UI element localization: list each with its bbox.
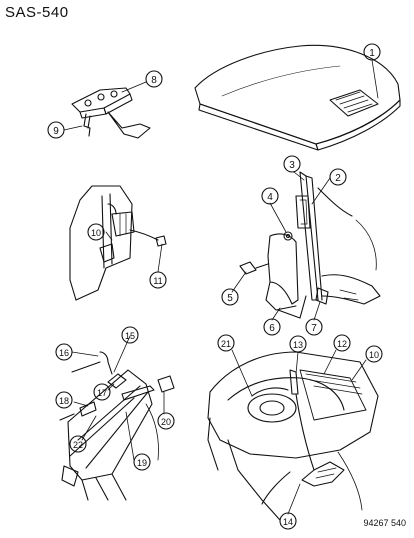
callout-16: 16 (55, 343, 73, 361)
callout-19: 19 (133, 453, 151, 471)
svg-text:11: 11 (153, 276, 162, 286)
svg-text:20: 20 (161, 417, 171, 427)
callout-4: 4 (261, 187, 279, 205)
callout-22: 22 (69, 435, 87, 453)
svg-text:21: 21 (221, 339, 231, 349)
svg-text:12: 12 (337, 339, 347, 349)
svg-text:15: 15 (125, 331, 135, 341)
leader-lines (63, 59, 379, 515)
release-handle-area (69, 185, 167, 301)
callout-8: 8 (145, 70, 163, 88)
svg-text:1: 1 (369, 48, 375, 59)
callout-6: 6 (263, 318, 281, 336)
callout-15: 15 (121, 326, 139, 344)
svg-text:5: 5 (227, 293, 233, 304)
callout-5: 5 (221, 288, 239, 306)
callout-10-lower: 10 (365, 345, 383, 363)
callout-7: 7 (305, 318, 323, 336)
svg-text:6: 6 (269, 323, 275, 334)
svg-text:10: 10 (369, 350, 379, 360)
hood-panel (194, 44, 401, 151)
callout-18: 18 (55, 391, 73, 409)
callout-1: 1 (363, 43, 381, 61)
svg-text:19: 19 (137, 458, 147, 468)
callout-14: 14 (279, 512, 297, 530)
callout-9: 9 (47, 121, 65, 139)
callout-10-upper: 10 (87, 223, 105, 241)
svg-text:2: 2 (335, 173, 341, 184)
callout-17: 17 (93, 383, 111, 401)
callout-13: 13 (289, 335, 307, 353)
svg-text:10: 10 (91, 228, 101, 238)
diagram-code: SAS-540 (5, 4, 69, 21)
svg-text:8: 8 (151, 75, 157, 86)
engine-compartment (207, 351, 379, 521)
svg-text:18: 18 (59, 396, 69, 406)
svg-text:13: 13 (293, 340, 303, 350)
svg-text:14: 14 (283, 517, 293, 527)
hood-prop-rod (59, 351, 175, 501)
svg-text:4: 4 (267, 192, 273, 203)
callout-11: 11 (149, 271, 167, 289)
callout-12: 12 (333, 334, 351, 352)
svg-text:22: 22 (73, 440, 83, 450)
callout-3: 3 (283, 155, 301, 173)
callout-21: 21 (217, 334, 235, 352)
svg-text:7: 7 (311, 323, 317, 334)
hood-latch (71, 87, 151, 139)
figure-reference: 94267 540 (363, 518, 406, 528)
svg-text:16: 16 (59, 348, 69, 358)
callout-20: 20 (157, 412, 175, 430)
svg-text:3: 3 (289, 160, 295, 171)
svg-text:9: 9 (53, 126, 59, 137)
callout-markers: 1 2 3 4 5 6 7 8 9 10 11 21 13 12 10 14 1… (47, 43, 383, 530)
svg-text:17: 17 (97, 388, 107, 398)
hood-hinge (239, 171, 381, 319)
callout-2: 2 (329, 168, 347, 186)
